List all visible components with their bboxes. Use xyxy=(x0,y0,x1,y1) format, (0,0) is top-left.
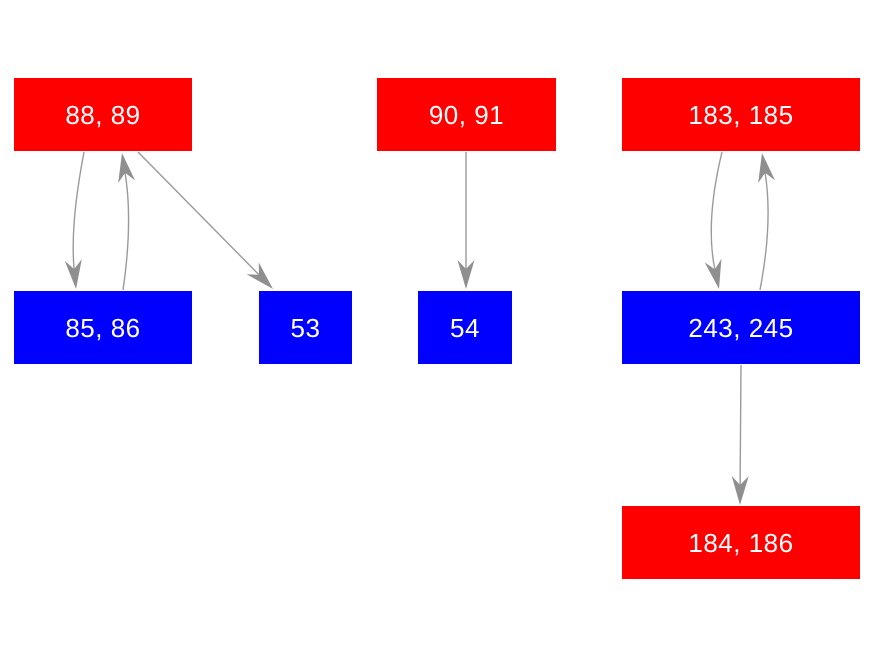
node-243-245: 243, 245 xyxy=(622,291,860,364)
edge-88-89-to-85-86 xyxy=(72,151,85,270)
node-183-185: 183, 185 xyxy=(622,78,860,151)
arrowhead-90-91-to-54 xyxy=(457,260,475,289)
node-54: 54 xyxy=(418,291,512,364)
edge-88-89-to-53 xyxy=(137,151,260,276)
node-label: 183, 185 xyxy=(688,99,794,130)
arrowhead-85-86-to-88-89 xyxy=(118,153,135,183)
node-90-91: 90, 91 xyxy=(377,78,556,151)
node-label: 90, 91 xyxy=(428,99,505,130)
node-label: 88, 89 xyxy=(65,99,141,130)
node-label: 85, 86 xyxy=(65,312,141,343)
node-85-86: 85, 86 xyxy=(14,291,192,364)
node-label: 184, 186 xyxy=(688,527,794,558)
node-184-186: 184, 186 xyxy=(622,506,860,579)
edge-243-245-to-184-186 xyxy=(739,364,742,486)
edge-243-245-to-183-185 xyxy=(759,172,769,291)
edge-183-185-to-243-245 xyxy=(710,151,723,270)
arrowhead-243-245-to-183-185 xyxy=(758,153,775,183)
node-53: 53 xyxy=(259,291,352,364)
arrowhead-243-245-to-184-186 xyxy=(731,475,749,505)
arrowhead-88-89-to-85-86 xyxy=(64,259,82,289)
node-label: 54 xyxy=(450,312,480,343)
node-88-89: 88, 89 xyxy=(14,78,192,151)
node-label: 243, 245 xyxy=(688,312,794,343)
arrowhead-183-185-to-243-245 xyxy=(704,258,722,289)
node-label: 53 xyxy=(290,312,321,343)
arrowhead-88-89-to-53 xyxy=(246,262,273,289)
edge-85-86-to-88-89 xyxy=(122,172,130,291)
